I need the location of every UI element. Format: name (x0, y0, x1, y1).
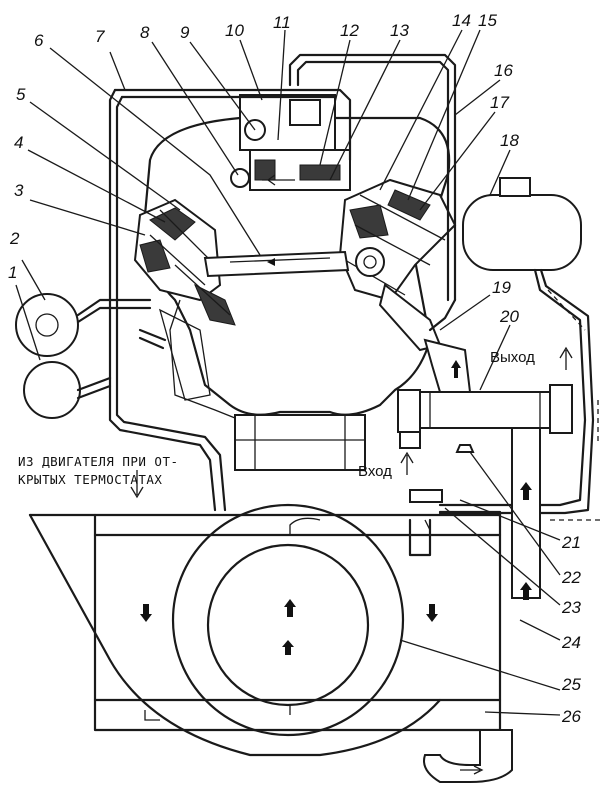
inlet-label: Вход (358, 463, 392, 480)
engine-block (143, 116, 451, 471)
callout-23: 23 (561, 598, 581, 617)
callout-7: 7 (95, 27, 105, 46)
callout-20: 20 (499, 307, 519, 326)
callout-numbers: 1 2 3 4 5 6 7 8 9 10 11 12 13 14 15 16 1… (8, 11, 581, 726)
callout-12: 12 (340, 21, 359, 40)
callout-13: 13 (390, 21, 409, 40)
coolant-pipes-left (76, 88, 352, 512)
callout-24: 24 (561, 633, 581, 652)
callout-25: 25 (561, 675, 581, 694)
callout-22: 22 (561, 568, 581, 587)
coolant-pipes-right (288, 53, 457, 332)
callout-19: 19 (492, 278, 511, 297)
callout-11: 11 (273, 13, 291, 32)
callout-26: 26 (561, 707, 581, 726)
pump-left (15, 293, 81, 419)
caption-line-1: ИЗ ДВИГАТЕЛЯ ПРИ ОТ- (18, 454, 179, 469)
callout-21: 21 (561, 533, 581, 552)
caption-line-2: КРЫТЫХ ТЕРМОСТАТАХ (18, 472, 162, 487)
callout-4: 4 (14, 133, 23, 152)
callout-6: 6 (34, 31, 44, 50)
outlet-label: Выход (490, 349, 535, 366)
cross-pipe (203, 250, 350, 278)
callout-9: 9 (180, 23, 190, 42)
callout-17: 17 (490, 93, 509, 112)
callout-15: 15 (478, 11, 497, 30)
callout-16: 16 (494, 61, 513, 80)
left-cylinder-head (133, 198, 236, 326)
expansion-tank (438, 177, 600, 521)
top-assembly (230, 94, 351, 191)
bottom-tank (28, 489, 513, 783)
callout-1: 1 (8, 263, 17, 282)
callout-10: 10 (225, 21, 244, 40)
callout-3: 3 (14, 181, 24, 200)
heat-exchanger (397, 338, 573, 600)
callout-8: 8 (140, 23, 150, 42)
callout-5: 5 (16, 85, 26, 104)
leader-lines (15, 29, 561, 716)
callout-2: 2 (9, 229, 20, 248)
callout-14: 14 (452, 11, 471, 30)
callout-18: 18 (500, 131, 519, 150)
flow-arrows (130, 346, 573, 499)
